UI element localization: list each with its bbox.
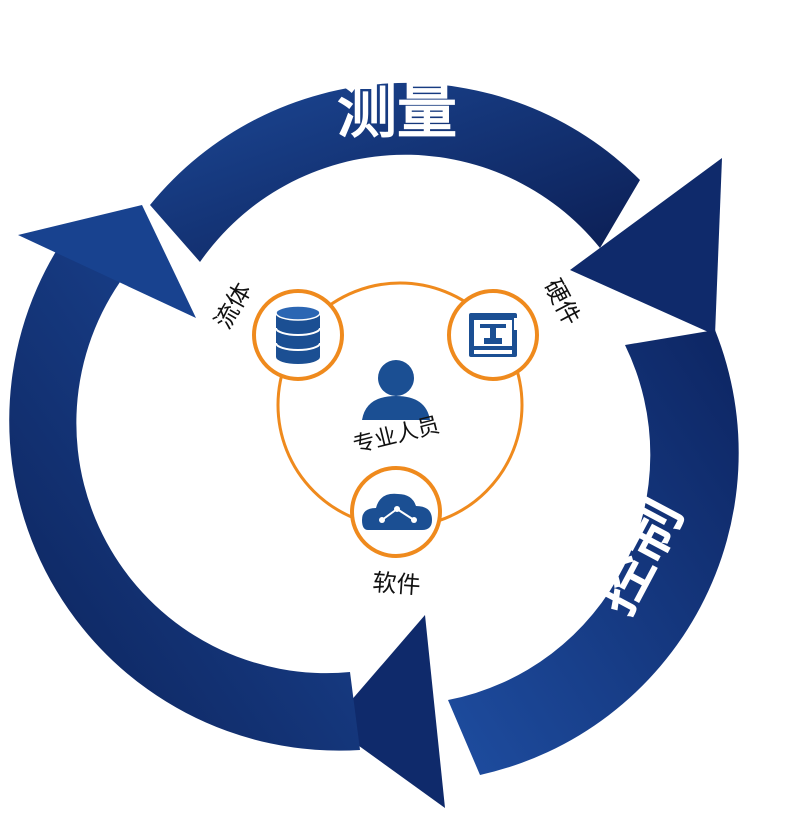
measure-label: 测量 — [337, 77, 457, 147]
software-label: 软件 — [372, 568, 422, 599]
database-icon — [275, 305, 321, 364]
fluid-node — [252, 289, 344, 381]
hardware-label: 硬件 — [538, 274, 585, 330]
control-arc — [330, 330, 739, 808]
person-icon — [362, 360, 430, 420]
control-arrowhead — [330, 615, 445, 808]
machine-icon — [469, 313, 518, 357]
hardware-node — [447, 289, 539, 381]
fluid-label: 流体 — [209, 278, 257, 334]
optimize-arc — [9, 205, 361, 751]
measure-arc — [150, 82, 722, 335]
software-node — [350, 466, 442, 558]
cloud-network-icon — [362, 493, 432, 530]
measure-arrowhead — [570, 158, 722, 335]
optimize-arrowhead — [18, 205, 196, 318]
